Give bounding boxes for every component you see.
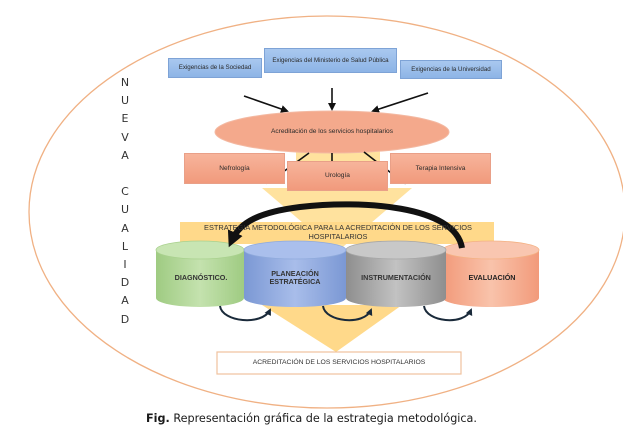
arrow-instrumentacion-to-evaluacion	[423, 305, 473, 322]
requirement-ministerio: Exigencias del Ministerio de Salud Públi…	[264, 48, 397, 73]
frame-label-letter: V	[121, 130, 129, 144]
arrow-diagnostico-to-planeacion	[219, 305, 271, 322]
arrow-planeacion-to-instrumentacion	[322, 305, 373, 322]
result-box-shape	[216, 351, 462, 375]
figure-caption: Fig. Representación gráfica de la estrat…	[0, 412, 623, 425]
frame-label-letter: U	[120, 203, 130, 217]
frame-label-letter: A	[121, 294, 129, 308]
strategy-banner-bg	[180, 222, 494, 244]
central-ellipse-label: Acreditación de los servicios hospitalar…	[270, 128, 394, 136]
frame-label-letter: D	[120, 312, 130, 326]
stage-instrumentacion-label: INSTRUMENTACIÓN	[361, 272, 431, 282]
cylinder-instrumentacion	[345, 240, 447, 307]
stage-planeacion-label: PLANEACIÓN ESTRATÉGICA	[269, 268, 321, 286]
caption-text: Representación gráfica de la estrategia …	[169, 412, 477, 425]
strategy-banner-label: ESTRATEGIA METODOLÓGICA PARA LA ACREDITA…	[204, 223, 472, 241]
requirement-universidad: Exigencias de la Universidad	[400, 60, 502, 79]
frame-label-letter: L	[121, 239, 129, 253]
arrow-universidad	[371, 92, 429, 113]
frame-label-letter: I	[123, 258, 127, 271]
caption-prefix: Fig.	[146, 412, 170, 425]
result-box-label: ACREDITACIÓN DE LOS SERVICIOS HOSPITALAR…	[252, 359, 426, 367]
service-urologia: Urología	[287, 161, 388, 191]
feedback-arrow-evaluacion-to-diagnostico	[227, 201, 465, 249]
frame-label-letter: E	[121, 112, 129, 126]
stage-diagnostico-label: DIAGNÓSTICO.	[174, 272, 228, 282]
service-terapia-intensiva: Terapia Intensiva	[390, 153, 491, 184]
lower-funnel-arrow	[262, 305, 402, 352]
stage-evaluacion-label: EVALUACIÓN	[468, 272, 516, 282]
frame-label-letter: D	[120, 276, 130, 290]
frame-label-letter: N	[120, 76, 130, 89]
cylinder-planeacion	[243, 240, 347, 307]
service-nefrologia: Nefrología	[184, 153, 285, 184]
arrow-sociedad	[243, 95, 289, 113]
outer-frame-ellipse	[28, 15, 623, 409]
frame-label-letter: U	[120, 94, 130, 108]
frame-label-letter: C	[121, 185, 129, 199]
frame-label-letter: A	[121, 221, 129, 235]
frame-label-letter: A	[121, 148, 129, 162]
cylinder-evaluacion	[442, 240, 540, 307]
requirement-sociedad: Exigencias de la Sociedad	[168, 58, 262, 78]
